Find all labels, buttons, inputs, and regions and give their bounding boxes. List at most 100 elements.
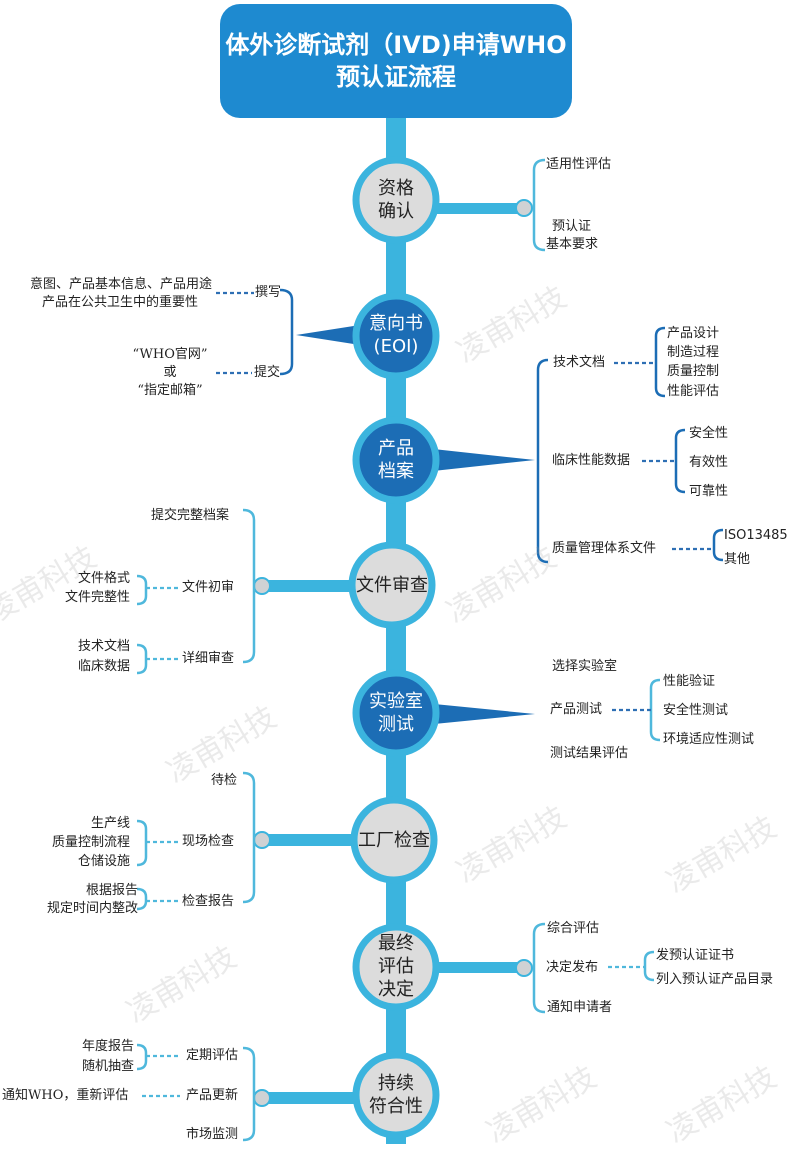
- end-circle-s6: [253, 831, 271, 849]
- s4-detail-item: 技术文档: [77, 639, 130, 654]
- bracket-s6-sub1: [136, 819, 148, 867]
- s5-result: 测试结果评估: [550, 746, 629, 761]
- arrow-s5: [424, 703, 535, 725]
- end-circle-s1: [515, 199, 533, 217]
- bracket-s7: [532, 922, 546, 1014]
- node-label-s1: 资格确认: [378, 178, 414, 222]
- s3-clinical: 临床性能数据: [552, 453, 631, 468]
- s7-notify: 通知申请者: [547, 1000, 613, 1015]
- s3-clinical-item: 可靠性: [689, 484, 729, 499]
- node-s5-circle: [352, 669, 440, 757]
- s3-qms-item: 其他: [724, 552, 751, 567]
- s1-item: 适用性评估: [546, 157, 612, 172]
- s6-top: 待检: [211, 773, 238, 788]
- s6-onsite: 现场检查: [182, 834, 235, 849]
- node-s6-circle: [350, 796, 438, 884]
- s3-clinical-item: 安全性: [689, 426, 729, 441]
- s7-overall: 综合评估: [547, 921, 600, 936]
- bracket-s4: [242, 508, 256, 664]
- s4-detail: 详细审查: [182, 651, 235, 666]
- node-label-s2: 意向书(EOI): [369, 313, 423, 357]
- bracket-s7-sub: [643, 950, 655, 982]
- bracket-s1: [532, 158, 546, 252]
- s7-decision-item: 列入预认证产品目录: [656, 972, 774, 987]
- bracket-s3-sub2: [674, 428, 686, 494]
- s6-onsite-item: 仓储设施: [77, 854, 130, 869]
- s5-test-item: 性能验证: [663, 674, 716, 689]
- s8-monitor: 市场监测: [186, 1127, 239, 1142]
- s8-update-detail: 通知WHO，重新评估: [2, 1088, 129, 1103]
- s2-write: 撰写: [255, 285, 282, 300]
- node-label-s5: 实验室测试: [369, 691, 423, 735]
- title-line-2: 预认证流程: [336, 63, 456, 91]
- s3-qms: 质量管理体系文件: [552, 541, 657, 556]
- bracket-s6-sub2: [136, 887, 148, 911]
- s6-report-item: 根据报告: [85, 883, 138, 898]
- end-circle-s8: [253, 1089, 271, 1107]
- s2-submit-detail: 或: [163, 365, 177, 380]
- page-title: 体外诊断试剂（IVD)申请WHO 预认证流程: [220, 4, 572, 118]
- s2-submit-detail: “WHO官网”: [132, 347, 208, 362]
- bracket-s4-sub2: [136, 643, 148, 675]
- s3-tech: 技术文档: [553, 355, 606, 370]
- bracket-s3-sub3: [712, 528, 724, 562]
- s3-tech-item: 性能评估: [667, 384, 720, 399]
- node-s4-circle: [348, 541, 436, 629]
- bracket-s6: [242, 771, 256, 904]
- title-line-1: 体外诊断试剂（IVD)申请WHO: [225, 31, 567, 59]
- node-label-s7: 最终评估决定: [378, 933, 414, 1000]
- s5-test-item: 安全性测试: [663, 703, 729, 718]
- end-circle-s4: [253, 577, 271, 595]
- s5-test: 产品测试: [550, 702, 603, 717]
- s4-initial-item: 文件完整性: [64, 590, 130, 605]
- s1-item: 预认证: [552, 219, 592, 234]
- s3-clinical-item: 有效性: [689, 455, 729, 470]
- s3-tech-item: 产品设计: [667, 326, 720, 341]
- node-label-s4: 文件审查: [356, 575, 428, 596]
- s2-write-detail: 意图、产品基本信息、产品用途: [29, 277, 212, 292]
- s2-write-detail: 产品在公共卫生中的重要性: [41, 295, 198, 310]
- s6-report: 检查报告: [182, 894, 235, 909]
- s5-test-item: 环境适应性测试: [663, 732, 755, 747]
- node-label-s3: 产品档案: [378, 438, 414, 482]
- node-s8-circle: [352, 1051, 440, 1139]
- s6-onsite-item: 质量控制流程: [51, 835, 130, 850]
- arrow-s2: [296, 325, 360, 345]
- s3-tech-item: 制造过程: [667, 345, 720, 360]
- node-label-s8: 持续符合性: [369, 1073, 423, 1117]
- node-s7-circle: [352, 923, 440, 1011]
- s5-select: 选择实验室: [552, 659, 618, 674]
- s4-initial: 文件初审: [182, 580, 235, 595]
- connector-s1: [406, 203, 524, 214]
- s7-decision-item: 发预认证证书: [656, 948, 735, 963]
- s8-periodic-item: 年度报告: [81, 1039, 134, 1054]
- node-s3-circle: [352, 416, 440, 504]
- bracket-s3: [536, 358, 549, 564]
- node-s1-circle: [352, 156, 440, 244]
- node-s2-circle: [352, 292, 440, 380]
- s8-update: 产品更新: [186, 1088, 239, 1103]
- bracket-s8: [242, 1046, 256, 1142]
- arrow-s3: [424, 448, 535, 472]
- s6-report-item: 规定时间内整改: [46, 901, 138, 916]
- s7-decision: 决定发布: [546, 960, 599, 975]
- s4-top: 提交完整档案: [151, 508, 230, 523]
- s3-qms-item: ISO13485: [724, 528, 788, 543]
- s4-initial-item: 文件格式: [77, 571, 130, 586]
- bracket-s2: [279, 288, 294, 376]
- bracket-s8-sub1: [136, 1043, 148, 1071]
- s2-submit: 提交: [254, 365, 281, 380]
- bracket-s3-sub1: [654, 326, 666, 398]
- s3-tech-item: 质量控制: [667, 364, 720, 379]
- s6-onsite-item: 生产线: [90, 816, 130, 831]
- end-circle-s7: [515, 959, 533, 977]
- s1-item: 基本要求: [546, 237, 599, 252]
- s2-submit-detail: “指定邮箱”: [137, 383, 203, 398]
- s8-periodic-item: 随机抽查: [81, 1059, 134, 1074]
- s4-detail-item: 临床数据: [77, 659, 130, 674]
- connector-s7: [406, 962, 524, 973]
- bracket-s4-sub1: [136, 574, 148, 606]
- bracket-s5-sub: [649, 678, 661, 742]
